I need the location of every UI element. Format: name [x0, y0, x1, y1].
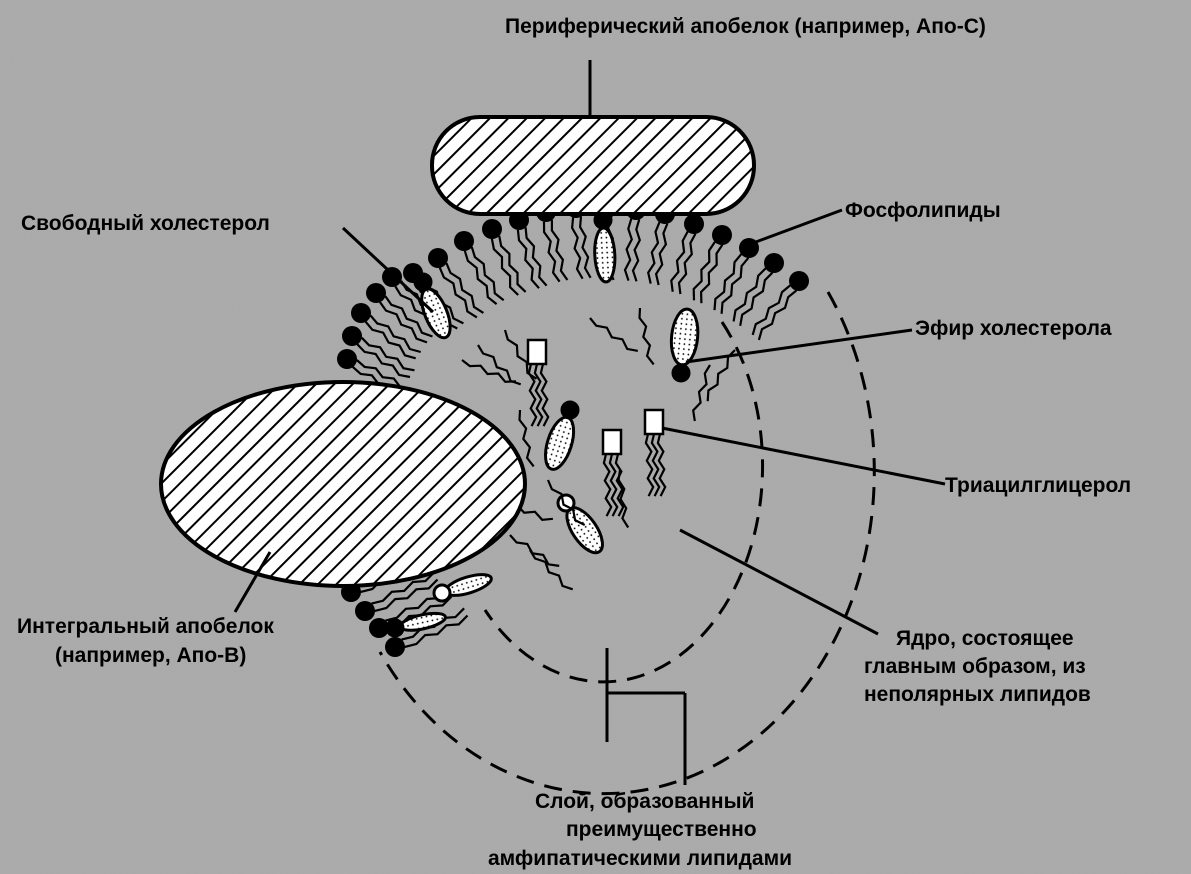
- label-core-line-1: Ядро, состоящее: [896, 627, 1074, 650]
- label-core-line-2: главным образом, из: [864, 655, 1086, 678]
- label-cholesterol-ester: Эфир холестерола: [915, 317, 1112, 340]
- label-integral-line-2: (например, Апо-В): [55, 644, 246, 667]
- label-triacylglycerol: Триацилглицерол: [945, 474, 1131, 497]
- label-layer-line-1: Слой, образованный: [535, 790, 754, 813]
- label-free-cholesterol: Свободный холестерол: [21, 212, 270, 235]
- peripheral-apoprotein: [432, 117, 754, 214]
- label-core-line-3: неполярных липидов: [864, 683, 1091, 706]
- label-phospholipids: Фосфолипиды: [845, 199, 1001, 222]
- label-peripheral-apoprotein: Периферический апобелок (например, Апо-С…: [505, 15, 986, 38]
- integral-apoprotein: [161, 382, 525, 586]
- label-layer-line-3: амфипатическими липидами: [488, 847, 792, 870]
- label-integral-line-1: Интегральный апобелок: [17, 615, 274, 638]
- label-layer-line-2: преимущественно: [566, 818, 757, 841]
